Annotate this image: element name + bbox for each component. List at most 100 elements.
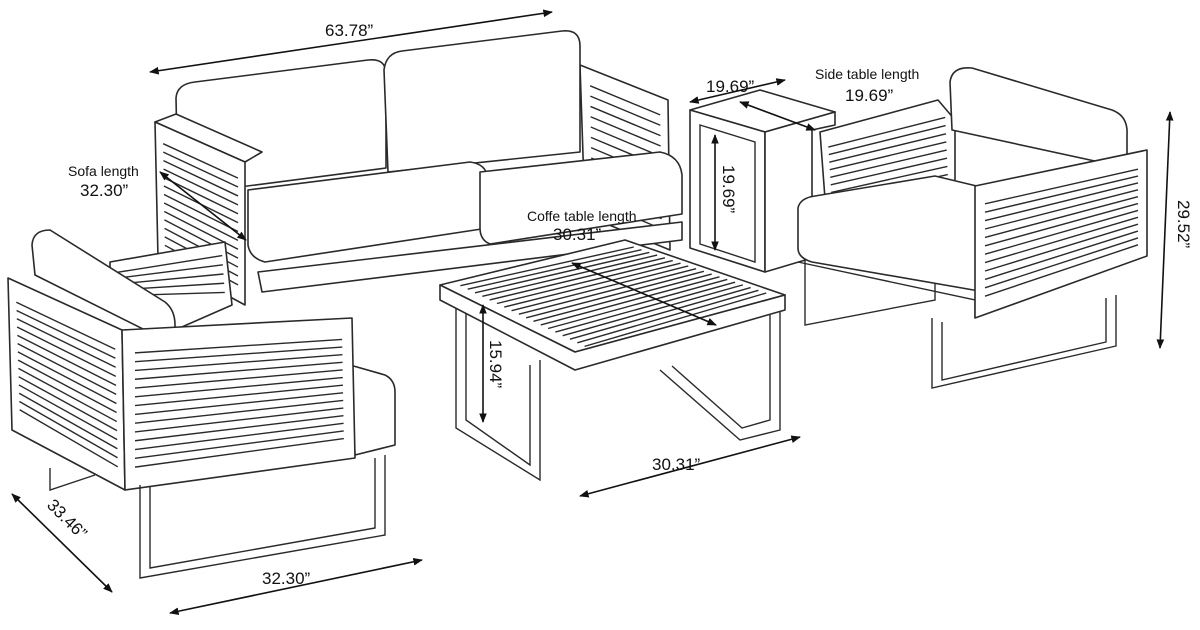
left-chair-leg-back: [49, 468, 96, 491]
chair-height-arrow: [1156, 111, 1174, 349]
coffee-table-length-caption: Coffe table length: [527, 208, 637, 224]
slat-line: [984, 202, 1139, 247]
slat-line: [18, 384, 118, 441]
slat-line: [134, 361, 343, 380]
side-table-length-label: 19.69”: [845, 86, 894, 105]
slat-line: [134, 430, 344, 460]
slat-line: [134, 376, 343, 398]
slat-line: [984, 216, 1139, 264]
slat-line: [482, 254, 658, 298]
slat-line: [984, 230, 1139, 281]
slat-line: [590, 116, 661, 147]
right-chair-back-cushion: [949, 66, 1128, 169]
slat-line: [134, 437, 344, 468]
sofa-base-rail: [257, 221, 683, 293]
slat-line: [19, 400, 118, 459]
sofa-width-label: 63.78”: [325, 21, 374, 40]
left-armchair: [7, 229, 396, 579]
side-table-height-label: 19.69”: [719, 165, 738, 214]
slat-line: [16, 326, 117, 377]
slat-line: [460, 246, 634, 287]
sofa-width-arrow: [149, 9, 553, 75]
slat-line: [590, 105, 661, 137]
slat-line: [18, 392, 118, 450]
right-chair-seat: [797, 175, 986, 293]
coffee-table-legs: [455, 305, 781, 482]
slat-line: [984, 209, 1139, 255]
slat-line: [590, 126, 662, 158]
coffee-table-edge: [439, 284, 786, 371]
slat-line: [134, 414, 344, 442]
slat-line: [117, 264, 223, 279]
slat-line: [19, 409, 119, 468]
slat-line: [117, 273, 224, 285]
slat-line: [474, 251, 650, 294]
slat-line: [134, 353, 343, 372]
dimension-labels: 63.78” 19.69” Side table length 19.69” S…: [43, 21, 1193, 588]
slat-line: [590, 95, 661, 126]
slat-line: [17, 334, 117, 387]
slat-line: [831, 165, 948, 194]
right-chair-leg-front: [931, 295, 1117, 389]
slat-line: [134, 369, 343, 389]
slat-line: [134, 384, 344, 407]
slat-line: [828, 124, 946, 156]
chair-width-arrow: [169, 558, 423, 615]
sofa-seat-cushion-right: [479, 151, 683, 245]
right-armchair: [797, 66, 1148, 389]
slat-line: [984, 182, 1139, 222]
slat-line: [828, 116, 946, 148]
coffee-table-height-label: 15.94”: [486, 340, 505, 389]
slat-line: [16, 301, 116, 350]
coffee-table-width-arrow: [579, 435, 801, 498]
slat-line: [18, 367, 118, 423]
slat-line: [829, 141, 947, 171]
slat-line: [134, 346, 343, 363]
side-table-length-arrow: [739, 101, 816, 131]
slat-line: [984, 175, 1139, 213]
chair-depth-arrow: [11, 493, 113, 593]
slat-line: [984, 223, 1139, 272]
slat-line: [117, 254, 223, 273]
slat-line: [134, 407, 344, 433]
chair-width-label: 32.30”: [262, 569, 311, 588]
sofa-length-label: 32.30”: [80, 181, 129, 200]
slat-line: [134, 399, 344, 424]
slat-line: [134, 422, 344, 451]
dimension-arrows: [11, 9, 1174, 615]
slat-line: [134, 338, 343, 354]
slat-line: [984, 244, 1139, 297]
slat-line: [589, 85, 661, 116]
slat-line: [467, 249, 642, 290]
slat-line: [17, 342, 117, 396]
slat-line: [830, 157, 948, 186]
slat-line: [984, 196, 1139, 239]
side-table-width-arrow: [689, 78, 786, 104]
slat-line: [829, 133, 947, 163]
slat-line: [830, 149, 947, 178]
coffee-table-length-label: 30.31”: [553, 225, 602, 244]
slat-line: [134, 392, 344, 416]
left-chair-leg-front: [139, 455, 386, 579]
slat-line: [18, 376, 118, 432]
side-table-length-caption: Side table length: [815, 66, 919, 82]
slat-line: [16, 309, 116, 359]
left-chair-seat: [349, 364, 396, 456]
slat-line: [17, 351, 117, 405]
chair-height-label: 29.52”: [1174, 200, 1193, 249]
right-chair-front-arm: [974, 149, 1148, 319]
sofa-length-caption: Sofa length: [68, 163, 139, 179]
slat-line: [17, 359, 117, 414]
side-table-width-label: 19.69”: [706, 77, 755, 96]
sofa-back-cushion-right: [383, 29, 581, 173]
coffee-table-width-label: 30.31”: [652, 455, 701, 474]
slat-line: [16, 318, 116, 368]
slat-line: [984, 168, 1139, 205]
sofa-length-arrow: [159, 171, 247, 241]
chair-depth-label: 33.46”: [43, 495, 91, 543]
coffee-table-length-arrow: [571, 262, 717, 326]
side-table-front-opening: [699, 124, 756, 263]
left-chair-back-cushion: [31, 229, 176, 346]
